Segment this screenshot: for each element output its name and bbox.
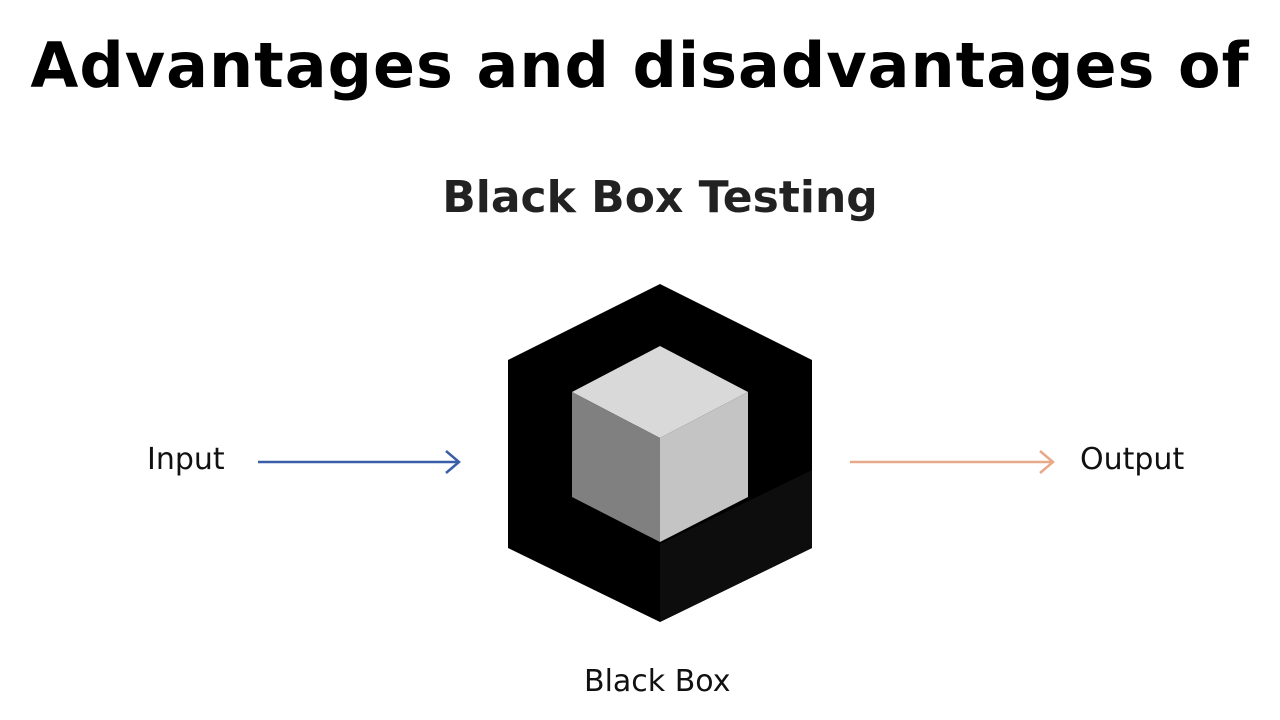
black-box-label: Black Box — [584, 664, 730, 699]
input-label: Input — [147, 442, 225, 477]
output-label: Output — [1080, 442, 1184, 477]
input-arrow — [258, 451, 459, 473]
output-arrow — [850, 451, 1053, 473]
